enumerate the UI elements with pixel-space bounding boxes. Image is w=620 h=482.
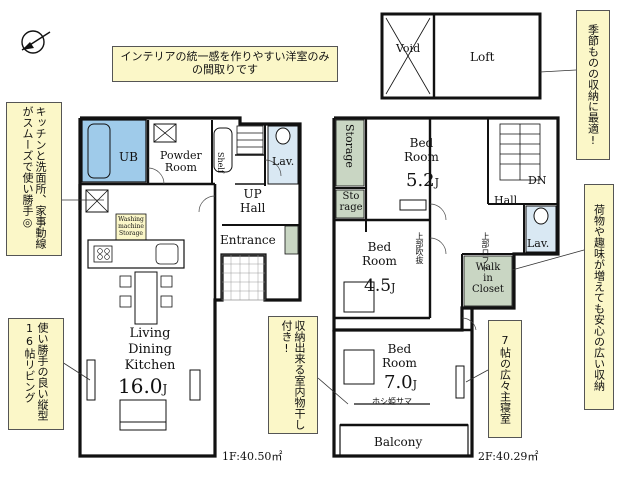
note-storage-wide: 収納出来る室内物干し付き!	[268, 316, 318, 434]
powder-room-label: Powder Room	[160, 150, 202, 174]
storage-label: Storage	[343, 124, 356, 168]
bed1-size: 5.2J	[406, 170, 439, 191]
bath-fill	[81, 119, 147, 183]
note-interior: インテリアの統一感を作りやすい洋室のみの間取りです	[112, 46, 338, 82]
bed1-label-line1: Bed	[409, 136, 434, 150]
bed1-label: Bed Room	[404, 136, 439, 164]
living-size: 16.0J	[118, 374, 167, 398]
bed2-label-line1: Bed	[367, 240, 392, 254]
sto-rage-label: Sto rage	[337, 191, 365, 213]
compass-icon	[21, 30, 51, 54]
walk-in-label-line2: in	[483, 273, 493, 284]
loft-label: Loft	[470, 50, 495, 64]
loft-walls	[380, 12, 542, 100]
bed2-size-unit: J	[391, 281, 396, 294]
up-hall-label-line1: UP	[243, 187, 262, 201]
ub-label: UB	[119, 150, 138, 164]
up-hall-label-line2: Hall	[240, 201, 266, 215]
walk-in-label: Walk in Closet	[466, 262, 510, 295]
washer-label-line1: Washing	[118, 216, 144, 223]
entrance-label: Entrance	[220, 233, 276, 247]
walk-in-label-line1: Walk	[475, 262, 501, 273]
washer-label-line3: Storage	[119, 230, 143, 237]
balcony-label: Balcony	[374, 435, 423, 449]
bed3-label-line1: Bed	[387, 342, 412, 356]
floor2-walls	[332, 116, 560, 458]
bed2-size-value: 4.5	[364, 276, 392, 296]
lav-1f-label: Lav.	[272, 155, 295, 168]
storage-fill	[335, 119, 365, 187]
living-size-unit: J	[162, 382, 168, 396]
bed2-size: 4.5J	[364, 276, 395, 296]
note-seasonal: 季節ものの収納に最適!	[576, 10, 610, 160]
washer-label: Washing machine Storage	[116, 216, 146, 237]
loft-up-label: 上部ロフト	[481, 232, 490, 272]
sto-rage-label-line2: rage	[339, 202, 363, 213]
sto-rage-label-line1: Sto	[342, 191, 360, 202]
dn-label: DN	[528, 174, 547, 187]
walk-in-closet-fill	[463, 255, 513, 307]
floor2-area: 2F:40.29㎡	[478, 450, 539, 463]
bed2-label: Bed Room	[362, 240, 397, 268]
hall-label: Hall	[494, 194, 518, 207]
living-label: Living Dining Kitchen	[112, 326, 188, 374]
living-label-line3: Kitchen	[124, 358, 176, 373]
walk-in-label-line3: Closet	[472, 284, 504, 295]
bed1-label-line2: Room	[404, 150, 439, 164]
living-label-line1: Living	[129, 326, 171, 341]
note-master: 7帖の広々主寝室	[488, 320, 522, 438]
bed1-size-unit: J	[434, 176, 440, 189]
floor1-area: 1F:40.50㎡	[222, 450, 283, 463]
hoshi-label: ホシ姫サマ	[372, 397, 412, 406]
bed3-label: Bed Room	[382, 342, 417, 370]
bed3-size-value: 7.0	[384, 372, 413, 393]
living-size-value: 16.0	[118, 374, 163, 398]
powder-room-label-line1: Powder	[160, 149, 202, 162]
note-living: 使い勝手の良い縦型16帖リビング	[8, 318, 64, 430]
fukinuke-label: 上部吹抜	[415, 232, 424, 264]
lav-2f-label: Lav.	[527, 237, 550, 250]
note-hobby: 荷物や趣味が増えても安心の広い収納	[584, 184, 614, 410]
washer-label-line2: machine	[118, 223, 144, 230]
bed3-size-unit: J	[412, 378, 418, 391]
bed1-size-value: 5.2	[406, 170, 435, 191]
powder-room-label-line2: Room	[164, 161, 197, 174]
bed2-label-line2: Room	[362, 254, 397, 268]
up-hall-label: UP Hall	[240, 187, 265, 215]
living-label-line2: Dining	[128, 342, 172, 357]
bed3-size: 7.0J	[384, 372, 417, 393]
note-kitchen: キッチンと洗面所、家事動線がスムーズで使い勝手◎	[6, 102, 62, 256]
bed3-label-line2: Room	[382, 356, 417, 370]
void-label: Void	[396, 42, 421, 55]
shelf-label: Shelf	[216, 152, 225, 173]
